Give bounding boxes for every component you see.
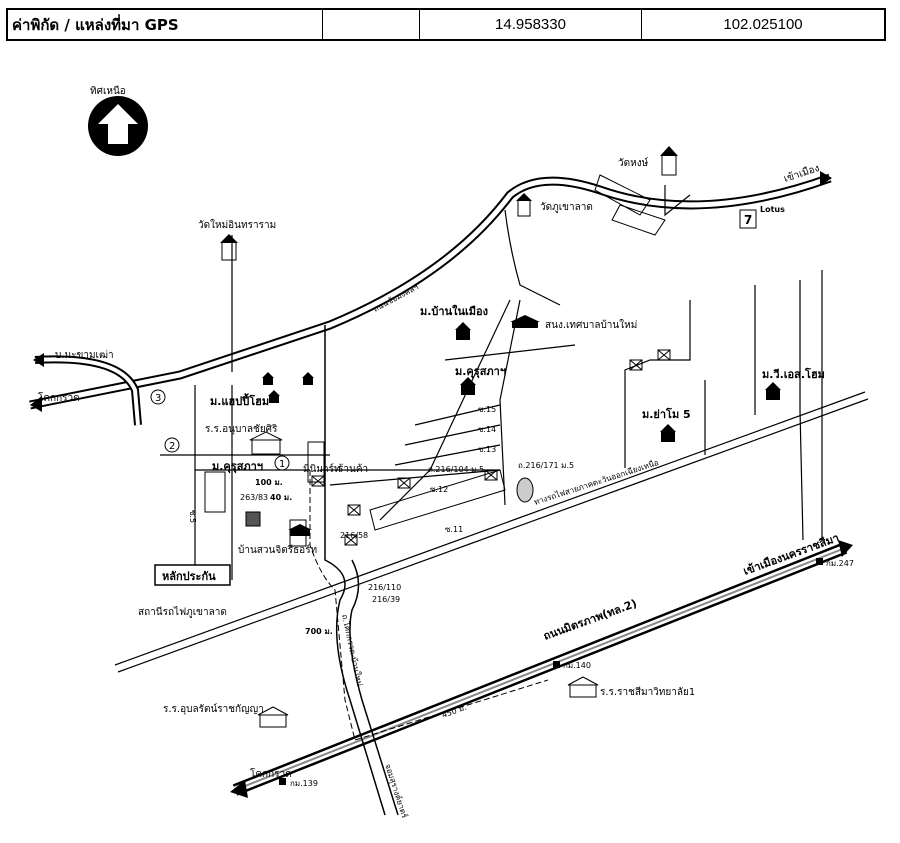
label-wat-mai: วัดใหม่อินทราราม <box>198 219 276 231</box>
north-arrow-icon <box>88 96 148 156</box>
label-km-247: กม.247 <box>826 559 854 568</box>
label-rr-ratchasima: ร.ร.ราชสีมาวิทยาลัย1 <box>600 686 695 698</box>
house-icon <box>765 382 781 400</box>
label-so-15: ซ.15 <box>478 405 496 414</box>
school-icon <box>249 431 283 455</box>
svg-text:3: 3 <box>155 393 161 404</box>
gps-empty-cell <box>323 10 420 39</box>
label-lak-prakan: หลักประกัน <box>162 570 216 583</box>
house-icon <box>660 424 676 442</box>
label-rr-ubon: ร.ร.อุบลรัตน์ราชกัญญา <box>163 703 264 715</box>
temple-icon <box>220 234 238 261</box>
label-house-263: 263/83 <box>240 493 268 502</box>
label-lotus: Lotus <box>760 205 785 214</box>
svg-text:7: 7 <box>744 213 752 227</box>
label-so-14: ซ.14 <box>478 425 496 434</box>
label-ban-nai-mueang: ม.บ้านในเมือง <box>420 304 488 318</box>
arrow-left-icon <box>30 396 42 412</box>
gps-latitude-cell: 14.958330 <box>420 10 642 39</box>
gps-coordinate-table: ค่าพิกัด / แหล่งที่มา GPS 14.958330 102.… <box>6 8 886 41</box>
label-vs-home: ม.วี.เอส.โฮม <box>762 367 825 381</box>
lak-prakan-box <box>154 564 231 586</box>
label-sanong-thetsaban: สนง.เทศบาลบ้านใหม่ <box>545 319 637 331</box>
label-so-5: ซ.5 <box>188 510 197 523</box>
marker-3: 3 <box>150 389 166 405</box>
label-dist-40: 40 ม. <box>270 493 292 502</box>
label-lot-216-171: ถ.216/171 ม.5 <box>518 461 574 470</box>
store-icon: 7 <box>739 209 757 229</box>
label-happy-home: ม.แฮปปี้โฮม <box>210 393 269 408</box>
temple-icon <box>660 146 678 176</box>
label-khurusapha-top: ม.คุรุสภาฯ <box>455 365 506 379</box>
label-so-13: ซ.13 <box>478 445 496 454</box>
gps-label-cell: ค่าพิกัด / แหล่งที่มา GPS <box>8 10 323 39</box>
label-so-12: ซ.12 <box>430 485 448 494</box>
north-label: ทิศเหนือ <box>90 85 126 97</box>
marker-2: 2 <box>164 437 180 453</box>
label-plot-216-58: 216/58 <box>340 531 368 540</box>
hatched-area <box>204 174 666 547</box>
label-wat-hong: วัดหงษ์ <box>618 157 649 169</box>
svg-text:1: 1 <box>279 459 285 470</box>
label-khurusapha: ม.คุรุสภาฯ <box>212 460 263 474</box>
house-icon <box>302 372 314 385</box>
railway-line <box>114 391 869 673</box>
house-icon <box>455 322 471 340</box>
label-ban-suan: บ้านสวนจิตรีธอร์ท <box>238 544 317 556</box>
arrow-left-icon <box>230 780 248 798</box>
label-km-139: กม.139 <box>290 779 318 788</box>
label-dist-700: 700 ม. <box>305 627 333 636</box>
road-chai-mongkhon <box>29 173 832 410</box>
office-icon <box>288 524 312 536</box>
house-icon <box>262 372 274 385</box>
label-minimart: มินิมาร์ท <box>303 463 341 475</box>
label-plot-216-110: 216/110 <box>368 583 401 592</box>
highway-marker-icon <box>279 558 823 785</box>
road-chai-mongkhon-inner <box>29 175 831 408</box>
office-icon <box>510 315 540 328</box>
svg-text:2: 2 <box>169 441 175 452</box>
label-wat-phu-khao-lat: วัดภูเขาลาด <box>540 202 593 213</box>
temple-icon <box>516 193 532 217</box>
label-road-ban-mai: ถ.โคกกรวด-บ้านใหม่ <box>340 613 365 687</box>
cross-box-icon <box>245 349 671 546</box>
label-dist-100: 100 ม. <box>255 478 283 487</box>
label-khok-kruat-top: โคกกรวด <box>38 391 80 404</box>
highway-mittraphap <box>230 540 853 798</box>
label-ban-makham-thao: บ.มะขามเฒ่า <box>55 350 114 361</box>
label-lot-216-104: ถ.216/104 ม.5 <box>428 465 484 474</box>
label-so-11: ซ.11 <box>445 525 463 534</box>
label-rr-anuban: ร.ร.อนุบาลชัยศิริ <box>205 424 278 435</box>
arrow-right-icon <box>838 540 853 557</box>
arrow-left-icon <box>33 353 44 367</box>
gps-longitude-cell: 102.025100 <box>723 16 803 33</box>
house-icon <box>268 390 280 403</box>
arrow-right-icon <box>820 171 832 186</box>
label-km-140: กม.140 <box>563 661 591 670</box>
label-station: สถานีรถไฟภูเขาลาด <box>138 606 227 618</box>
school-icon <box>257 706 289 728</box>
label-ran-kha: ร้านค้า <box>338 463 368 475</box>
label-khok-kruat-bottom: โคกกรวด <box>250 767 292 780</box>
label-plot-216-39: 216/39 <box>372 595 400 604</box>
house-icon <box>460 377 476 395</box>
marker-1: 1 <box>274 455 290 471</box>
label-yamo-5: ม.ย่าโม 5 <box>642 407 691 421</box>
school-icon <box>567 676 599 698</box>
